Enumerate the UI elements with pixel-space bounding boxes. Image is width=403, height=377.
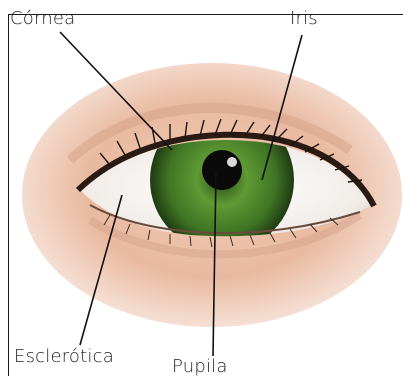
pupil bbox=[202, 150, 242, 190]
label-cornea: Córnea bbox=[10, 8, 75, 29]
label-iris: Iris bbox=[290, 8, 318, 29]
highlight bbox=[227, 157, 237, 167]
label-esclerotica: Esclerótica bbox=[14, 346, 114, 367]
label-pupila: Pupila bbox=[172, 356, 228, 377]
